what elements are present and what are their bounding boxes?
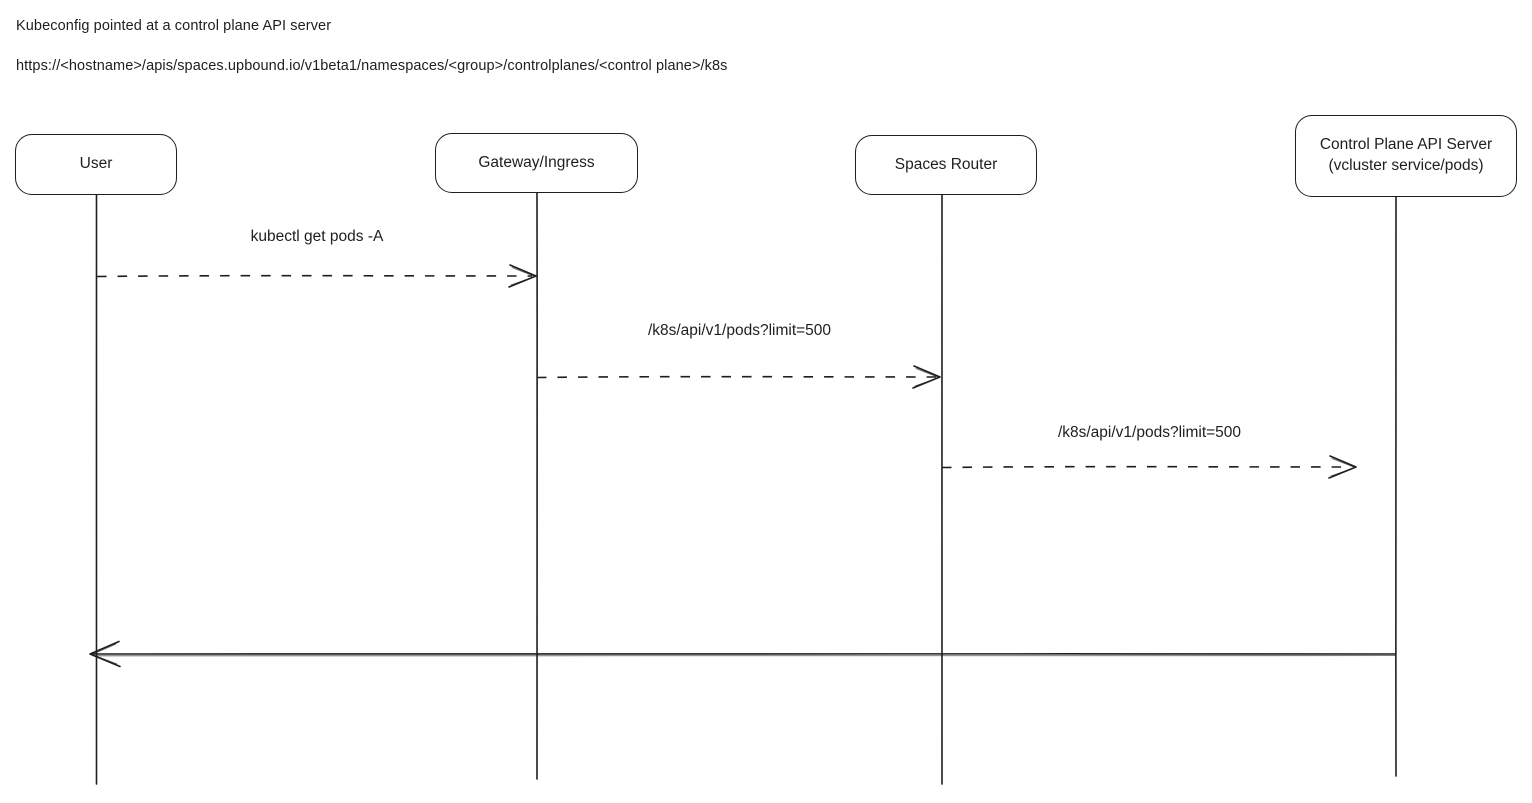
kubeconfig-url-text: https://<hostname>/apis/spaces.upbound.i… xyxy=(16,58,728,74)
message-label-k8s-api-2: /k8s/api/v1/pods?limit=500 xyxy=(1057,424,1242,441)
participant-user: User xyxy=(15,134,177,195)
message-arrow-1 xyxy=(96,274,533,278)
participant-control-plane-label: Control Plane API Server xyxy=(1319,136,1493,154)
message-arrowhead-3-echo xyxy=(1330,458,1357,477)
message-arrowhead-1-echo xyxy=(510,267,537,286)
participant-user-label: User xyxy=(79,155,113,173)
message-arrowhead-2-echo xyxy=(914,368,941,387)
participant-spaces-router-label: Spaces Router xyxy=(894,155,998,173)
message-label-k8s-api-1: /k8s/api/v1/pods?limit=500 xyxy=(647,322,832,339)
return-arrowhead-echo xyxy=(90,643,118,665)
participant-gateway-ingress: Gateway/Ingress xyxy=(435,133,638,193)
participant-spaces-router: Spaces Router xyxy=(855,135,1037,195)
participant-control-plane-sublabel: (vcluster service/pods) xyxy=(1328,157,1484,174)
message-arrowhead-3 xyxy=(1328,455,1357,479)
message-arrowhead-2 xyxy=(912,365,941,389)
diagram-title: Kubeconfig pointed at a control plane AP… xyxy=(16,18,332,34)
return-arrowhead xyxy=(89,640,121,668)
message-arrow-3 xyxy=(941,465,1353,469)
message-arrow-2 xyxy=(536,375,937,379)
participant-control-plane: Control Plane API Server (vcluster servi… xyxy=(1295,115,1517,197)
message-label-kubectl: kubectl get pods -A xyxy=(250,228,384,245)
participant-gateway-label: Gateway/Ingress xyxy=(478,153,595,171)
message-arrowhead-1 xyxy=(508,264,537,288)
